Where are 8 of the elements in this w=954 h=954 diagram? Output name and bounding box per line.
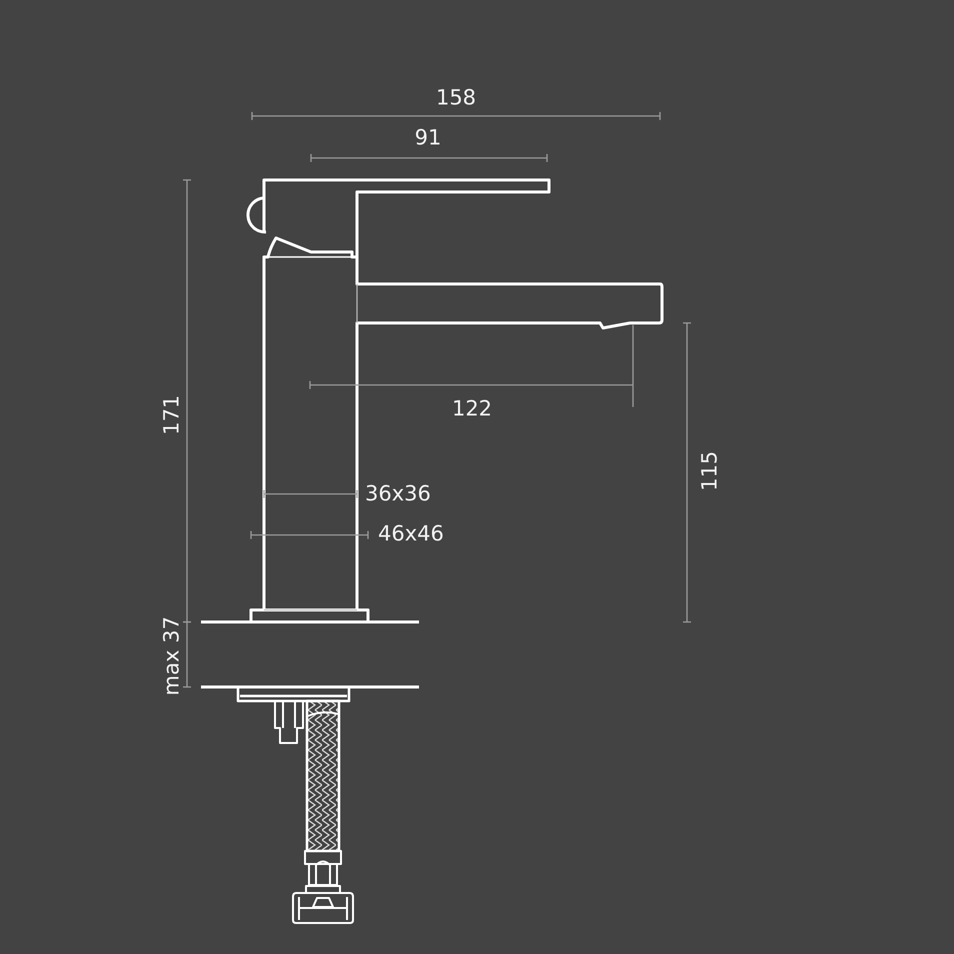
dimension-label: 171 <box>162 394 183 436</box>
dimension-label: max 37 <box>162 616 183 696</box>
dimension-label: 158 <box>436 88 476 108</box>
dimension-label: 46x46 <box>378 524 444 544</box>
dimension-label: 36x36 <box>365 484 431 504</box>
dimension-label: 91 <box>414 128 442 148</box>
dimension-label: 115 <box>700 450 721 492</box>
dimension-label: 122 <box>452 398 492 420</box>
